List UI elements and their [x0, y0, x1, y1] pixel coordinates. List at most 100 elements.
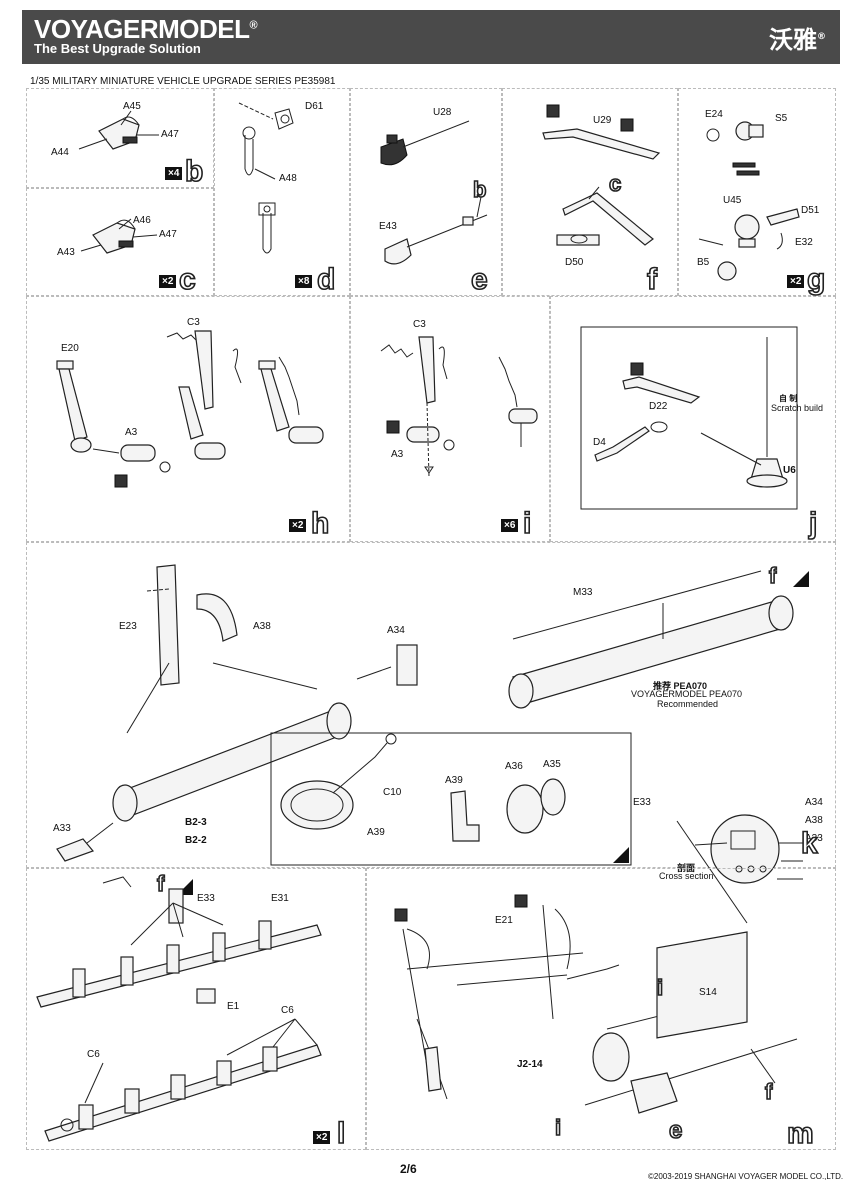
step-letter-i: i [522, 507, 532, 540]
label-a46: A46 [133, 215, 151, 226]
label-a44: A44 [51, 147, 69, 158]
label-e31: E31 [271, 893, 289, 904]
part-drawing-k [56, 564, 803, 924]
step-letter-k: k [800, 827, 818, 860]
panel-l: E33 E31 E1 C6 C6 ×2 l [26, 868, 366, 1150]
label-b5: B5 [697, 257, 710, 268]
label-e21: E21 [495, 915, 513, 926]
sub-letter-i-bottom: i [554, 1115, 562, 1140]
part-drawing-i [380, 336, 538, 478]
part-drawing-l [36, 888, 322, 1142]
multiplier-g: ×2 [787, 275, 805, 288]
part-drawing-m [394, 894, 798, 1114]
panel-f: U29 c D50 f [502, 88, 678, 296]
instruction-grid: A45 A47 A44 ×4 b A46 A47 A43 ×2 c [26, 88, 836, 1178]
label-a33b: A33 [805, 833, 823, 844]
part-drawing-d [238, 102, 294, 254]
label-c3: C3 [187, 317, 200, 328]
label-d51: D51 [801, 205, 820, 216]
label-s5: S5 [775, 113, 788, 124]
label-a39b: A39 [445, 775, 463, 786]
label-b2-3: B2-3 [185, 817, 207, 828]
sub-letter-c: c [608, 171, 622, 196]
label-u28: U28 [433, 107, 452, 118]
label-e33: E33 [633, 797, 651, 808]
brand-tagline: The Best Upgrade Solution [34, 41, 201, 56]
corner-triangle-k3 [613, 847, 629, 863]
label-e43: E43 [379, 221, 397, 232]
label-e20: E20 [61, 343, 79, 354]
label-a47b: A47 [159, 229, 177, 240]
part-drawing-f [542, 104, 661, 246]
step-letter-f: f [646, 263, 658, 296]
part-drawing-c [80, 218, 158, 254]
panel-g: E24 S5 U45 D51 E32 B5 ×2 g [678, 88, 836, 296]
page-number: 2/6 [400, 1162, 417, 1176]
label-a39: A39 [367, 827, 385, 838]
multiplier-c: ×2 [159, 275, 177, 288]
step-letter-m: m [786, 1117, 814, 1150]
label-a47: A47 [161, 129, 179, 140]
label-a38b: A38 [805, 815, 823, 826]
label-e23: E23 [119, 621, 137, 632]
label-d50: D50 [565, 257, 584, 268]
step-letter-h: h [310, 507, 330, 540]
panel-d: D61 A48 ×8 d [214, 88, 350, 296]
label-e33b: E33 [197, 893, 215, 904]
part-drawing-b [78, 110, 159, 150]
panel-k: E23 A38 A34 M33 f A33 B2-3 B2-2 f C10 A3… [26, 542, 836, 924]
step-letter-l: l [336, 1117, 346, 1150]
label-u6: U6 [783, 465, 796, 476]
label-a3b: A3 [391, 449, 404, 460]
label-a33: A33 [53, 823, 71, 834]
brand-logo: VOYAGERMODEL® [34, 14, 258, 44]
sub-letter-b: b [472, 177, 487, 202]
multiplier-b: ×4 [165, 167, 183, 180]
multiplier-h: ×2 [289, 519, 307, 532]
sub-letter-f-bottom: f [156, 871, 165, 896]
corner-triangle-k1 [793, 571, 809, 587]
label-e24: E24 [705, 109, 723, 120]
part-drawing-g [698, 121, 800, 281]
panel-b: A45 A47 A44 ×4 b [26, 88, 214, 188]
part-drawing-e [380, 120, 488, 265]
multiplier-l: ×2 [313, 1131, 331, 1144]
label-b2-2: B2-2 [185, 835, 207, 846]
label-u45: U45 [723, 195, 742, 206]
label-d22: D22 [649, 401, 668, 412]
label-e1: E1 [227, 1001, 240, 1012]
label-a35: A35 [543, 759, 561, 770]
label-a34: A34 [387, 625, 405, 636]
step-letter-g: g [806, 263, 826, 296]
step-letter-c: c [178, 263, 196, 296]
label-c6: C6 [281, 1005, 294, 1016]
label-a3: A3 [125, 427, 138, 438]
sub-letter-e: e [668, 1117, 683, 1144]
part-drawing-j [580, 326, 798, 510]
header-banner: VOYAGERMODEL® The Best Upgrade Solution … [22, 10, 840, 64]
sub-letter-f: f [764, 1079, 773, 1104]
label-c10: C10 [383, 787, 402, 798]
label-d4: D4 [593, 437, 606, 448]
part-drawing-h [56, 330, 324, 488]
sub-letter-f-top: f [768, 563, 777, 588]
scratch-en: Scratch build [771, 403, 824, 413]
panel-i: C3 A3 ×6 i [350, 296, 550, 542]
multiplier-i: ×6 [501, 519, 519, 532]
multiplier-d: ×8 [295, 275, 313, 288]
step-letter-b: b [184, 155, 204, 188]
label-a43: A43 [57, 247, 75, 258]
label-u29: U29 [593, 115, 612, 126]
label-d61: D61 [305, 101, 324, 112]
label-c3b: C3 [413, 319, 426, 330]
step-letter-e: e [470, 263, 488, 296]
label-e32: E32 [795, 237, 813, 248]
series-title: 1/35 MILITARY MINIATURE VEHICLE UPGRADE … [30, 76, 336, 87]
step-letter-j: j [808, 507, 818, 540]
label-j2-14: J2-14 [517, 1059, 543, 1070]
panel-c: A46 A47 A43 ×2 c [26, 188, 214, 296]
sub-letter-i-top: i [656, 975, 664, 1000]
step-letter-d: d [316, 263, 336, 296]
scratch-cn: 自 制 [779, 394, 798, 403]
label-m33: M33 [573, 587, 593, 598]
